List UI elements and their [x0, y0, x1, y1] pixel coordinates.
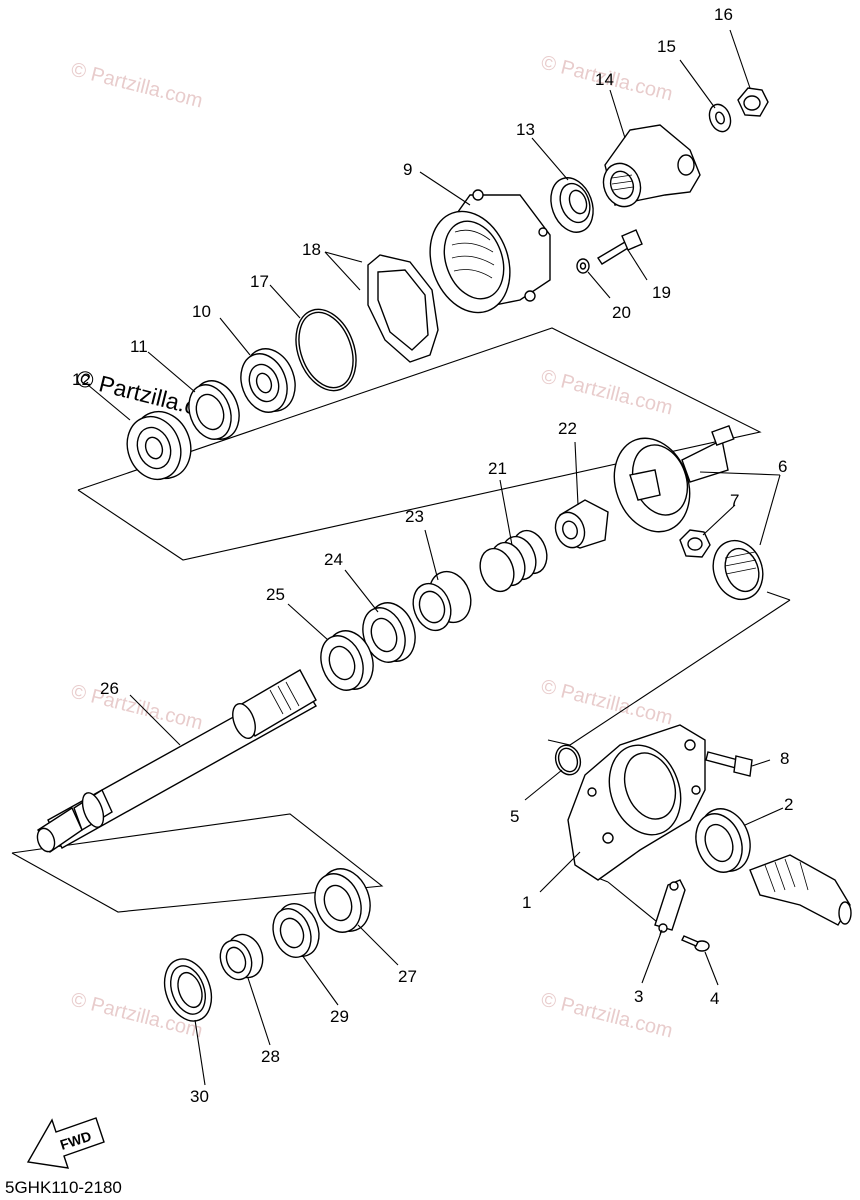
part-21-spring: [479, 529, 548, 593]
callout-30: 30: [190, 1087, 209, 1106]
watermark-3: © Partzilla.com: [539, 366, 675, 420]
part-8-bolt: [705, 751, 753, 777]
callout-22: 22: [558, 419, 577, 438]
callout-20: 20: [612, 303, 631, 322]
leader-lines: [87, 29, 784, 1086]
frame-middle-top: [766, 591, 791, 601]
output-shaft: [749, 854, 852, 926]
watermark-7: © Partzilla.com: [539, 989, 675, 1043]
callout-23: 23: [405, 507, 424, 526]
frame-middle: [547, 599, 791, 746]
callout-2: 2: [784, 795, 793, 814]
part-4-screw: [681, 935, 710, 952]
part-20-washer: [576, 258, 590, 274]
frame-upper: [77, 327, 762, 561]
part-22-coupling: [554, 499, 609, 549]
callout-7: 7: [730, 491, 739, 510]
part-16-nut: [737, 87, 769, 117]
diagram-code: 5GHK110-2180: [5, 1178, 122, 1197]
frame-plate: [607, 881, 663, 936]
callout-11: 11: [130, 337, 148, 356]
part-18-gasket: [367, 254, 439, 363]
callout-28: 28: [261, 1047, 280, 1066]
part-28-collar: [219, 933, 264, 981]
callout-1: 1: [522, 893, 531, 912]
part-19-bolt: [597, 229, 643, 265]
callout-5: 5: [510, 807, 519, 826]
watermark-4: © Partzilla.com: [69, 681, 205, 735]
part-30-seal: [163, 958, 213, 1022]
part-7-nut: [679, 529, 711, 558]
callout-17: 17: [250, 272, 269, 291]
callout-18: 18: [302, 240, 321, 259]
part-12-bearing: [126, 410, 192, 481]
part-1-case: [567, 724, 706, 881]
callout-24: 24: [324, 550, 343, 569]
frame-lower: [11, 813, 384, 913]
part-26-shaft: [36, 669, 317, 854]
part-3-plate: [654, 879, 686, 933]
callout-15: 15: [657, 37, 676, 56]
part-14-yoke: [602, 124, 701, 208]
part-15-washer: [708, 103, 732, 133]
callout-14: 14: [595, 70, 614, 89]
callout-8: 8: [780, 749, 789, 768]
callout-26: 26: [100, 679, 119, 698]
callout-13: 13: [516, 120, 535, 139]
fwd-arrow-icon: FWD: [26, 1117, 105, 1169]
part-11-ringnut: [188, 380, 240, 440]
part-5-oring: [554, 744, 582, 776]
callout-25: 25: [266, 585, 285, 604]
part-2-bearing: [695, 808, 751, 873]
callout-21: 21: [488, 459, 507, 478]
part-25-bearing: [320, 630, 374, 691]
callout-12: 12: [72, 370, 91, 389]
part-27-bearing: [314, 868, 371, 933]
callout-4: 4: [710, 989, 719, 1008]
callout-6: 6: [778, 457, 787, 476]
callout-10: 10: [192, 302, 211, 321]
part-13-seal: [550, 177, 594, 233]
callouts: 16 15 14 13 9 18 17 10 11 12 19 20 22 21…: [72, 5, 793, 1106]
part-10-bearing: [240, 348, 296, 413]
callout-9: 9: [403, 160, 412, 179]
callout-29: 29: [330, 1007, 349, 1026]
callout-3: 3: [634, 987, 643, 1006]
part-17-oring: [295, 308, 357, 392]
part-24-bearing: [362, 602, 416, 663]
callout-27: 27: [398, 967, 417, 986]
watermark-1: © Partzilla.com: [69, 59, 205, 113]
part-6-gear: [613, 424, 764, 601]
part-9-housing: [429, 189, 551, 314]
part-23-collar: [412, 570, 472, 632]
callout-19: 19: [652, 283, 671, 302]
callout-16: 16: [714, 5, 733, 24]
part-29-ringnut: [272, 903, 320, 958]
